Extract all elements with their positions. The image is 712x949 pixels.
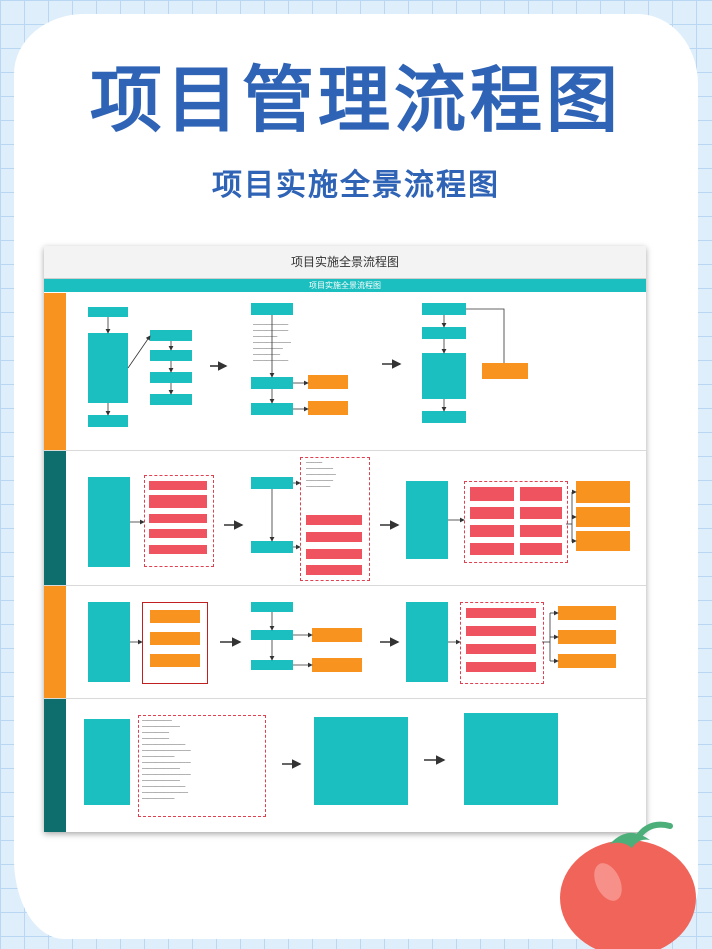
lane-2-label <box>44 451 66 585</box>
node <box>464 713 558 805</box>
task-node <box>470 525 514 537</box>
task-node <box>470 487 514 501</box>
notes-block: ─────────── ────────────── ────────── ──… <box>142 719 191 802</box>
task-node <box>520 543 562 555</box>
task-node <box>466 662 536 672</box>
task-node <box>466 644 536 654</box>
lane-divider <box>44 698 646 699</box>
doc-node <box>308 375 348 389</box>
node <box>251 477 293 489</box>
doc-node <box>150 654 200 667</box>
page-subtitle: 项目实施全景流程图 <box>212 168 500 203</box>
dashed-group <box>300 457 370 581</box>
node <box>84 719 130 805</box>
node <box>406 481 448 559</box>
doc-node <box>150 610 200 623</box>
node <box>422 327 466 339</box>
task-node <box>520 487 562 501</box>
node <box>88 415 128 427</box>
doc-node <box>312 658 362 672</box>
task-node <box>306 549 362 559</box>
page-title: 项目管理流程图 <box>89 58 622 142</box>
lane-3-label <box>44 586 66 698</box>
doc-node <box>308 401 348 415</box>
doc-node <box>576 507 630 527</box>
lane-1: ───────────── ───────────── ───────── ──… <box>44 293 646 450</box>
node <box>150 330 192 341</box>
node <box>150 372 192 383</box>
node <box>251 377 293 389</box>
lane-divider <box>44 585 646 586</box>
lane-3 <box>44 586 646 698</box>
node <box>422 411 466 423</box>
lane-1-label <box>44 293 66 450</box>
doc-node <box>312 628 362 642</box>
doc-node <box>576 531 630 551</box>
task-node <box>306 565 362 575</box>
task-node <box>149 529 207 538</box>
lane-4-label <box>44 699 66 832</box>
tomato-icon <box>560 821 696 949</box>
node <box>251 403 293 415</box>
node <box>251 630 293 640</box>
dashed-group <box>138 715 266 817</box>
task-node <box>306 515 362 525</box>
task-node <box>306 532 362 542</box>
doc-node <box>558 606 616 620</box>
node <box>150 394 192 405</box>
doc-node <box>558 630 616 644</box>
flowchart-title: 项目实施全景流程图 <box>44 246 646 279</box>
node <box>406 602 448 682</box>
doc-node <box>576 481 630 503</box>
task-node <box>520 525 562 537</box>
task-node <box>470 543 514 555</box>
task-node <box>466 626 536 636</box>
doc-node <box>482 363 528 379</box>
flowchart-header-bar: 项目实施全景流程图 <box>44 279 646 292</box>
node <box>88 602 130 682</box>
node <box>251 541 293 553</box>
node <box>251 602 293 612</box>
flowchart-image: 项目实施全景流程图 项目实施全景流程图 ───────────── ──────… <box>44 246 646 832</box>
task-node <box>466 608 536 618</box>
task-node <box>149 545 207 554</box>
notes-block: ────── ────────── ─────────── ──────────… <box>306 461 336 490</box>
lane-4: ─────────── ────────────── ────────── ──… <box>44 699 646 832</box>
doc-node <box>150 632 200 645</box>
node <box>88 307 128 317</box>
node <box>422 303 466 315</box>
doc-node <box>558 654 616 668</box>
task-node <box>149 481 207 490</box>
node <box>251 660 293 670</box>
lane-2: ────── ────────── ─────────── ──────────… <box>44 451 646 585</box>
task-node <box>520 507 562 519</box>
task-node <box>149 495 207 508</box>
node <box>88 477 130 567</box>
node <box>422 353 466 399</box>
lane-divider <box>44 450 646 451</box>
node <box>150 350 192 361</box>
task-node <box>470 507 514 519</box>
task-node <box>149 514 207 523</box>
node <box>314 717 408 805</box>
node <box>251 303 293 315</box>
node <box>88 333 128 403</box>
connector-lines <box>105 308 577 769</box>
